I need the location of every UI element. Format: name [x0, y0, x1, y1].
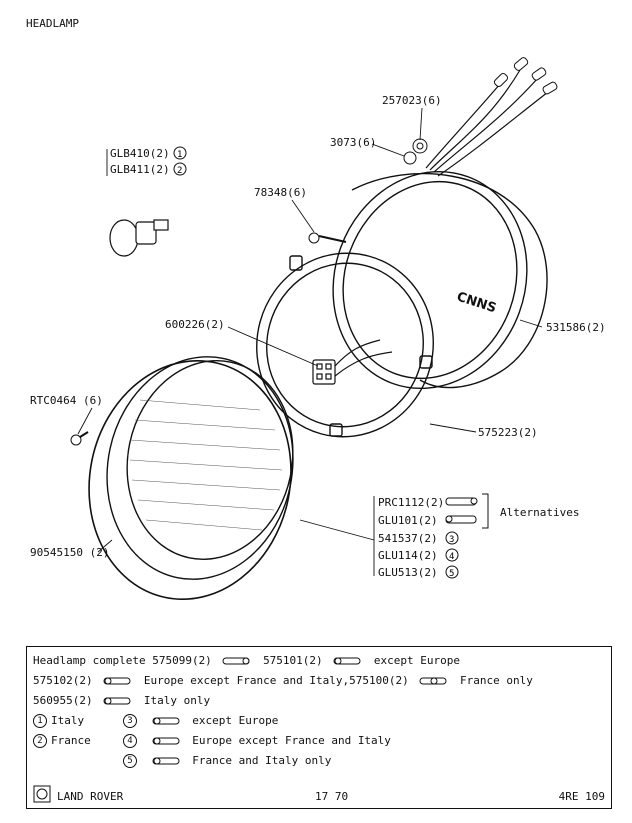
legend-row-4: 1 Italy: [33, 711, 84, 731]
connector-plug-icon: [445, 497, 478, 506]
label-257023: 257023(6): [382, 94, 442, 107]
label-541537: 541537(2): [378, 532, 438, 545]
badge-five-icon: 5: [123, 754, 137, 768]
legend-text: France only: [460, 674, 533, 687]
legend-row-4b: 3 except Europe: [123, 711, 278, 731]
label-glu513: GLU513(2): [378, 566, 438, 579]
bullet-connector-icon: [493, 57, 558, 95]
land-rover-logo-icon: [33, 785, 51, 803]
label-575223: 575223(2): [478, 426, 538, 439]
label-alternatives: Alternatives: [500, 506, 579, 519]
plug-icon: [333, 657, 361, 665]
badge-four-icon: 4: [123, 734, 137, 748]
headlamp-rim: [88, 359, 292, 601]
legend-row-5b: 4 Europe except France and Italy: [123, 731, 391, 751]
plug-icon: [222, 657, 250, 665]
footer-brand: LAND ROVER: [57, 790, 124, 803]
footer-ref: 4RE 109: [558, 790, 605, 803]
badge-four-text: 4: [449, 552, 454, 562]
legend-row-1: Headlamp complete 575099(2) 575101(2) ex…: [33, 651, 460, 671]
badge-five-text: 5: [449, 569, 454, 579]
legend-row-2: 575102(2) Europe except France and Italy…: [33, 671, 533, 691]
label-prc1112: PRC1112(2): [378, 496, 444, 509]
legend-text: Europe except France and Italy,575100(2): [143, 674, 409, 687]
badge-three-text: 3: [449, 535, 454, 545]
legend-row-3: 560955(2) Italy only: [33, 691, 210, 711]
plug-icon: [103, 697, 131, 705]
legend-text: Headlamp complete 575099(2): [33, 654, 212, 667]
mounting-ring: [256, 252, 434, 438]
bulb-icon: [109, 219, 169, 257]
plug-icon: [419, 677, 447, 685]
label-90545150: 90545150 (2): [30, 546, 109, 559]
label-78348: 78348(6): [254, 186, 307, 199]
badge-five: [445, 565, 459, 579]
badge-two-icon: 2: [33, 734, 47, 748]
headlamp-shell: CNNS: [332, 170, 548, 390]
legend-box: Headlamp complete 575099(2) 575101(2) ex…: [26, 646, 612, 809]
label-glu114: GLU114(2): [378, 549, 438, 562]
badge-three: [445, 531, 459, 545]
alt-bracket: [482, 493, 489, 529]
label-600226: 600226(2): [165, 318, 225, 331]
badge-four: [445, 548, 459, 562]
legend-text: 575102(2): [33, 674, 93, 687]
sealed-beam-unit: [106, 356, 294, 580]
badge-one: [173, 146, 187, 160]
legend-text: except Europe: [192, 714, 279, 727]
label-rtc0464: RTC0464 (6): [30, 394, 103, 407]
label-glb411: GLB411(2): [110, 163, 170, 176]
label-glu101: GLU101(2): [378, 514, 438, 527]
legend-text: except Europe: [373, 654, 461, 667]
badge-one-text: 1: [177, 150, 182, 160]
connector-block: [312, 339, 393, 385]
legend-row-5: 2 France: [33, 731, 91, 751]
legend-text: France: [51, 734, 91, 747]
badge-one-icon: 1: [33, 714, 47, 728]
legend-text: Italy only: [143, 694, 211, 707]
legend-text: Italy: [51, 714, 85, 727]
connector-plug-icon: [445, 515, 477, 524]
nut-washer: [403, 138, 428, 165]
exploded-diagram: HEADLAMP CNNS: [26, 17, 606, 601]
footer: LAND ROVER 17 70 4RE 109: [33, 785, 605, 805]
badge-two-text: 2: [177, 166, 182, 176]
badge-two: [173, 162, 187, 176]
label-531586: 531586(2): [546, 321, 606, 334]
plug-icon: [152, 737, 180, 745]
footer-page: 17 70: [315, 790, 349, 803]
label-glb410: GLB410(2): [110, 147, 170, 160]
shell-logo: CNNS: [455, 290, 498, 317]
plug-icon: [103, 677, 131, 685]
legend-row-6: 5 France and Italy only: [123, 751, 331, 771]
plug-icon: [152, 717, 180, 725]
leader-lines: [77, 107, 543, 553]
plug-icon: [152, 757, 180, 765]
legend-text: France and Italy only: [192, 754, 332, 767]
wiring-harness: [425, 69, 549, 177]
badge-three-icon: 3: [123, 714, 137, 728]
legend-text: 575101(2): [263, 654, 323, 667]
diagram-title: HEADLAMP: [26, 17, 79, 30]
screw-78348: [308, 232, 347, 244]
screw-rtc0464: [70, 431, 89, 446]
legend-text: 560955(2): [33, 694, 93, 707]
label-3073: 3073(6): [330, 136, 376, 149]
legend-text: Europe except France and Italy: [192, 734, 391, 747]
